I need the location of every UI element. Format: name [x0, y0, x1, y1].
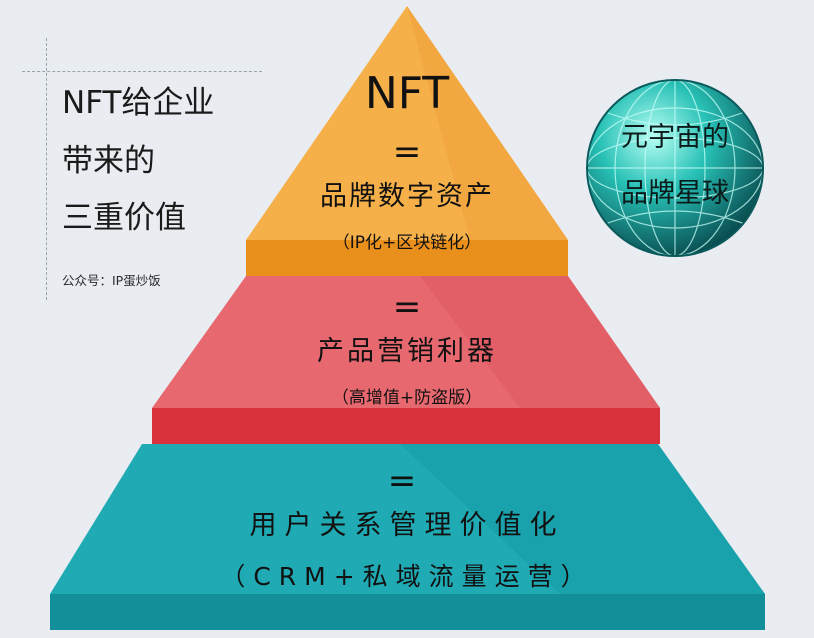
globe-icon — [586, 79, 764, 257]
top-tier-main-text: 品牌数字资产 — [320, 181, 494, 212]
bottom-tier-base — [50, 594, 765, 630]
middle-tier-sub-text: （高增值+防盗版） — [331, 388, 483, 408]
globe-text-line-2: 品牌星球 — [621, 178, 729, 209]
bottom-tier-sub-text: （CRM+私域流量运营） — [220, 562, 594, 591]
middle-tier-main-text: 产品营销利器 — [317, 336, 497, 367]
bottom-tier-main-text: 用户关系管理价值化 — [249, 510, 565, 541]
dashed-vertical-divider — [46, 38, 47, 300]
bottom-tier-shade — [400, 444, 765, 594]
top-tier-shade — [407, 6, 568, 240]
side-title-line-3: 三重价值 — [62, 200, 186, 236]
middle-tier-base — [152, 408, 660, 444]
top-tier-sub-text: （IP化+区块链化） — [332, 233, 482, 253]
middle-tier-shade — [420, 276, 660, 408]
side-title-line-1: NFT给企业 — [62, 85, 215, 121]
side-title-line-2: 带来的 — [62, 143, 155, 179]
top-tier-equals: = — [392, 132, 422, 172]
middle-tier-equals: = — [392, 287, 422, 327]
top-tier-base — [246, 240, 568, 276]
top-tier-title: NFT — [364, 68, 450, 119]
account-note: 公众号：IP蛋炒饭 — [62, 273, 161, 288]
dashed-horizontal-divider — [22, 71, 262, 72]
bottom-tier-equals: = — [387, 461, 417, 501]
globe-text-line-1: 元宇宙的 — [621, 122, 729, 153]
